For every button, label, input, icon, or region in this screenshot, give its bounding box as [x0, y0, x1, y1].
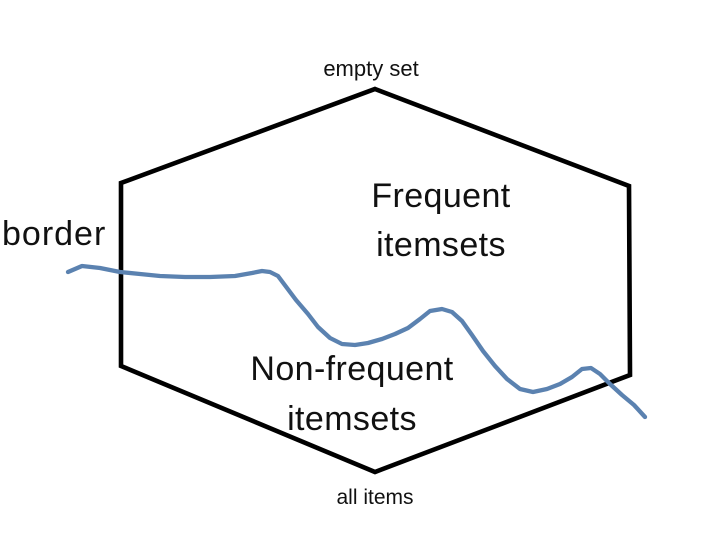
frequent-itemsets-label: Frequent itemsets [371, 172, 510, 270]
frequent-itemsets-line1: Frequent [371, 177, 511, 215]
frequent-itemsets-line2: itemsets [376, 226, 506, 264]
nonfrequent-itemsets-line2: itemsets [287, 400, 417, 438]
all-items-label: all items [336, 486, 414, 509]
empty-set-label: empty set [323, 56, 419, 81]
nonfrequent-itemsets-label: Non-frequent itemsets [250, 344, 453, 444]
border-curve [65, 263, 648, 420]
hexagon-shape [118, 86, 633, 475]
nonfrequent-itemsets-line1: Non-frequent [250, 350, 454, 388]
border-label: border [2, 215, 107, 253]
